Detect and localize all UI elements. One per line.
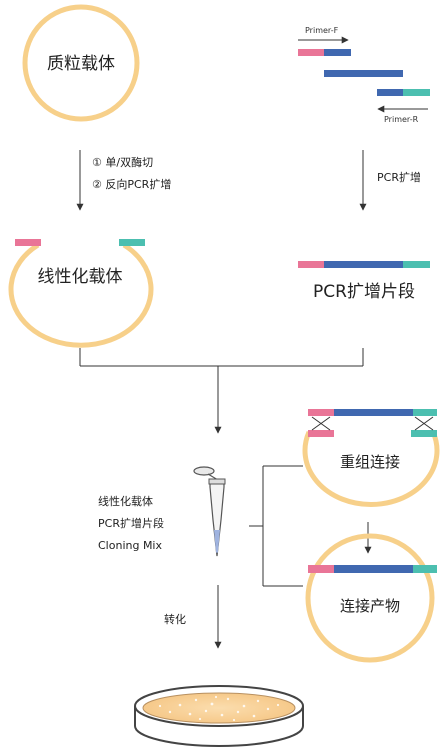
bacterial-colonies [158, 695, 280, 722]
primer-f-homology [298, 49, 324, 56]
merge-connector [79, 348, 364, 434]
plasmid-ring [22, 4, 140, 122]
pcr-fragment-left-homology [298, 261, 324, 268]
step1-line2: ② 反向PCR扩增 [92, 177, 171, 191]
linear-vector-arc [8, 242, 154, 348]
mix-line2: PCR扩增片段 [98, 516, 164, 530]
transform-label: 转化 [164, 612, 186, 626]
template-segment [324, 70, 403, 77]
crossover-left [311, 416, 331, 431]
crossover-right [414, 416, 434, 431]
primer-r-label: Primer-R [384, 115, 419, 124]
linearized-vector: 线性化载体 [8, 239, 154, 348]
pcr-fragment-insert [324, 261, 403, 268]
primer-r-homology [403, 89, 430, 96]
recombination-construct: 重组连接 [302, 409, 440, 508]
recombination-ring [302, 430, 440, 508]
linear-vector-left-end [15, 239, 41, 246]
linear-vector-label: 线性化载体 [38, 267, 123, 287]
reaction-bracket [249, 465, 303, 587]
product-left-homology [308, 565, 334, 573]
mix-line1: 线性化载体 [98, 494, 153, 508]
primer-f-label: Primer-F [305, 26, 339, 35]
step1-line1: ① 单/双酶切 [92, 156, 153, 169]
ligation-product-label: 连接产物 [340, 597, 400, 615]
linear-vector-right-end [119, 239, 145, 246]
pcr-fragment-label: PCR扩增片段 [313, 282, 415, 302]
ligation-product: 连接产物 [305, 533, 437, 663]
pcr-fragment-right-homology [403, 261, 430, 268]
mix-line3: Cloning Mix [98, 539, 162, 552]
recombination-label: 重组连接 [340, 453, 400, 471]
pcr-amplify-label: PCR扩增 [377, 170, 421, 184]
pcr-fragment: PCR扩增片段 [298, 261, 430, 302]
product-insert [334, 565, 413, 573]
primer-r-binding [377, 89, 403, 96]
petri-dish-icon [134, 685, 304, 747]
primer-set: Primer-F Primer-R [298, 26, 430, 124]
primer-f-binding [324, 49, 351, 56]
product-right-homology [413, 565, 437, 573]
product-ring [305, 533, 435, 663]
plasmid-vector: 质粒载体 [22, 4, 140, 122]
plasmid-vector-label: 质粒载体 [47, 54, 115, 74]
microcentrifuge-tube-icon [193, 466, 226, 557]
